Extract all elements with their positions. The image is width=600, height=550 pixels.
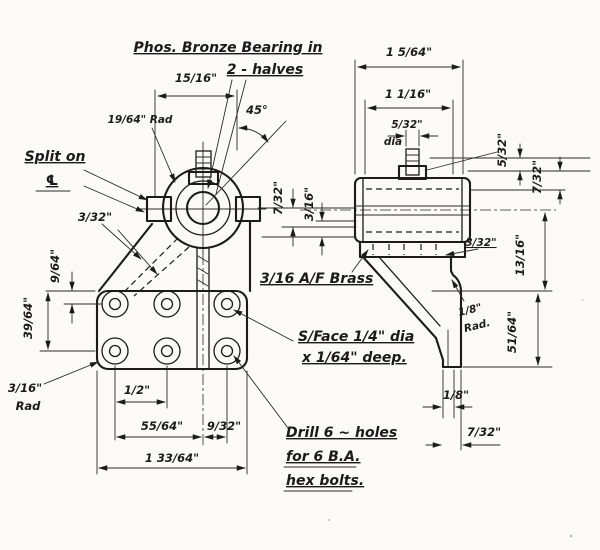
dim-leg-radius-value: 1/8" <box>457 302 483 319</box>
hidden-rib-line <box>121 237 179 295</box>
dim-mid-upper: 7/32" <box>271 181 285 215</box>
dim-hole-pitch: 1/2" <box>124 383 150 397</box>
dim-leg-thickness: 3/32" <box>465 237 496 249</box>
base-plate <box>95 289 249 371</box>
dim-front-top-width: 15/16" <box>175 71 217 85</box>
web-inner-line <box>378 256 441 327</box>
dim-web-to-col: 9/32" <box>207 419 241 433</box>
clamp-flange-band <box>358 240 467 259</box>
mounting-hole <box>213 290 241 318</box>
mounting-hole <box>101 337 129 365</box>
mounting-hole <box>213 337 241 365</box>
bearing-bore <box>185 190 221 226</box>
dim-leg-lower-height: 51/64" <box>505 311 519 353</box>
dim-boss-radius: 19/64" Rad <box>108 114 173 126</box>
mounting-hole <box>101 290 129 318</box>
mounting-hole <box>153 337 181 365</box>
dim-plate-width: 1 33/64" <box>145 451 199 465</box>
dim-leg-radius-word: Rad. <box>463 317 492 335</box>
note-sface-line2: x 1/64" deep. <box>301 350 407 366</box>
note-bearing-line2: 2 - halves <box>227 62 303 78</box>
note-sface-line1: S/Face 1/4" dia <box>298 329 414 345</box>
bearing-boss-outer-circle <box>161 166 245 250</box>
note-split-centerline-symbol: ℄ <box>46 173 59 189</box>
dim-foot-width: 1/8" <box>443 388 469 402</box>
right-split-tab <box>234 195 262 223</box>
dim-side-overall-width: 1 5/64" <box>386 45 432 59</box>
dimension-lines <box>39 59 591 475</box>
paper-speck <box>569 534 573 538</box>
dim-col-to-web: 55/64" <box>141 419 183 433</box>
left-split-tab <box>145 195 173 223</box>
bolt-nut <box>187 170 220 186</box>
web-and-leg-profile <box>361 255 463 369</box>
dim-corner-radius-word: Rad <box>16 399 42 413</box>
dim-plate-top-to-holes: 9/64" <box>48 249 62 283</box>
bearing-housing <box>353 176 472 244</box>
paper-speck <box>582 299 584 301</box>
note-bearing-line1: Phos. Bronze Bearing in <box>134 40 323 56</box>
dim-mid-lower: 3/16" <box>302 187 316 221</box>
dim-leg-upper-height: 13/16" <box>513 234 527 276</box>
note-split-line1: Split on <box>25 149 86 165</box>
dim-side-inner-width: 1 1/16" <box>385 87 431 101</box>
dim-angle: 45° <box>245 103 268 117</box>
dim-bolt-dia-word: dia <box>384 136 402 148</box>
mounting-holes <box>101 290 241 365</box>
dim-right-upper: 5/32" <box>495 133 509 167</box>
front-view <box>95 141 267 446</box>
dim-corner-radius-value: 3/16" <box>8 381 42 395</box>
mounting-hole <box>153 290 181 318</box>
note-brass: 3/16 A/F Brass <box>260 271 373 287</box>
dim-foot-depth: 7/32" <box>467 425 501 439</box>
paper-speck <box>327 518 331 522</box>
side-top-bolt <box>397 148 428 181</box>
hidden-rib-line <box>133 246 190 297</box>
note-drill-line2: for 6 B.A. <box>286 449 361 465</box>
note-drill-line3: hex bolts. <box>286 473 364 489</box>
dim-plate-hole-span: 39/64" <box>21 297 35 339</box>
dim-rib-thickness: 3/32" <box>78 210 112 224</box>
note-drill-line1: Drill 6 ~ holes <box>286 425 397 441</box>
left-gusset-edge <box>97 222 154 293</box>
side-view <box>300 148 556 369</box>
bearing-outer-circle <box>175 180 231 236</box>
dim-right-lower: 7/32" <box>530 160 544 194</box>
labels: Phos. Bronze Bearing in 2 - halves 15/16… <box>8 40 544 492</box>
dim-bolt-dia-value: 5/32" <box>391 119 422 131</box>
